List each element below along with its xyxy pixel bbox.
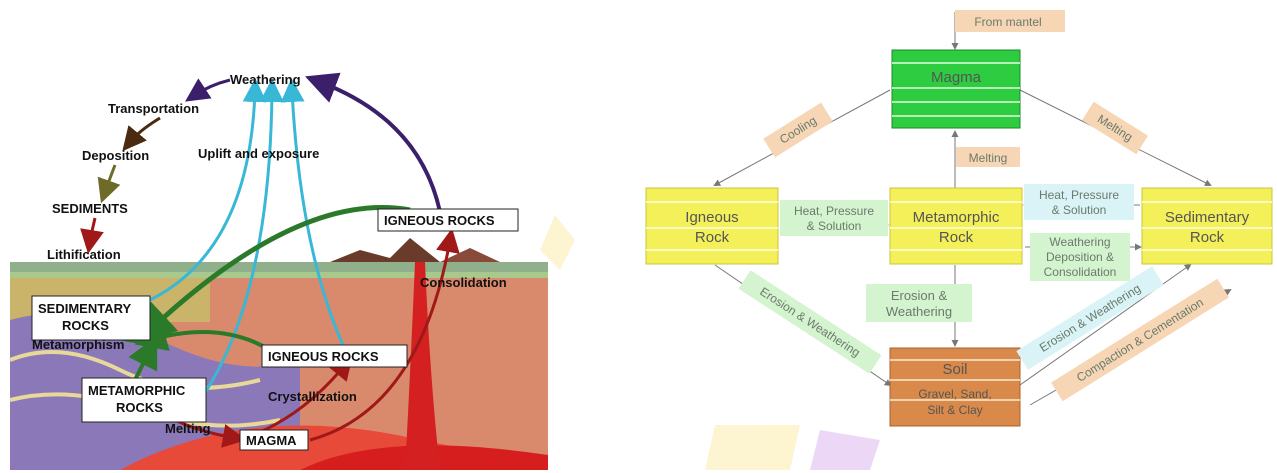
uplift-label: Uplift and exposure	[198, 146, 319, 161]
transportation-label: Transportation	[108, 101, 199, 116]
consolidation-label: Consolidation	[420, 275, 507, 290]
crystallization-label: Crystallization	[268, 389, 357, 404]
metamorphic-rock-label-line2: Rock	[939, 229, 974, 246]
soil-sub-label-line1: Gravel, Sand,	[918, 387, 991, 401]
soil-label: Soil	[942, 361, 967, 378]
heat-pressure-right-line2: & Solution	[1052, 203, 1107, 217]
igneous-rocks-top-label: IGNEOUS ROCKS	[384, 213, 495, 228]
weathering-deposition-line3: Consolidation	[1044, 265, 1117, 279]
cooling-tag: Cooling	[763, 102, 833, 158]
cooling-label: Cooling	[777, 113, 819, 146]
igneous-rocks-mid-label: IGNEOUS ROCKS	[268, 349, 379, 364]
deposition-label: Deposition	[82, 148, 149, 163]
magma-label: MAGMA	[246, 433, 297, 448]
lithification-label: Lithification	[47, 247, 121, 262]
erosion-right-label: Erosion & Weathering	[1037, 281, 1143, 355]
erosion-left-label: Erosion & Weathering	[757, 284, 862, 359]
metamorphic-rocks-label-line2: ROCKS	[116, 400, 163, 415]
watermark	[540, 215, 880, 470]
erosion-center-line2: Weathering	[886, 304, 952, 319]
heat-pressure-left-line2: & Solution	[807, 219, 862, 233]
sedimentary-rocks-label-line1: SEDIMENTARY	[38, 301, 132, 316]
weathering-deposition-line2: Deposition &	[1046, 250, 1114, 264]
magma-box: Magma	[891, 49, 1021, 129]
igneous-rock-label-line2: Rock	[695, 229, 730, 246]
heat-pressure-left-tag: Heat, Pressure & Solution	[780, 200, 888, 236]
earth-crust-block	[9, 238, 548, 470]
erosion-right-tag: Erosion & Weathering	[1016, 266, 1164, 370]
melting-center-tag: Melting	[956, 147, 1020, 167]
compaction-cementation-tag: Compaction & Cementation	[1051, 278, 1229, 402]
melting-right-label: Melting	[1095, 112, 1135, 144]
sedimentary-rock-box: Sedimentary Rock	[1141, 187, 1273, 265]
metamorphic-rock-box: Metamorphic Rock	[889, 187, 1023, 265]
soil-box: Soil Gravel, Sand, Silt & Clay	[889, 347, 1021, 427]
erosion-left-tag: Erosion & Weathering	[738, 270, 882, 374]
melting-label: Melting	[165, 421, 211, 436]
from-mantel-tag: From mantel	[955, 10, 1065, 32]
igneous-rock-label-line1: Igneous	[685, 209, 738, 226]
compaction-cementation-label: Compaction & Cementation	[1074, 295, 1206, 385]
from-mantel-label: From mantel	[974, 15, 1041, 29]
rock-cycle-illustration: Weathering Transportation Deposition SED…	[9, 72, 548, 470]
sediments-label: SEDIMENTS	[52, 201, 128, 216]
melting-right-tag: Melting	[1082, 101, 1148, 155]
sedimentary-rock-label-line2: Rock	[1190, 229, 1225, 246]
igneous-rock-box: Igneous Rock	[645, 187, 779, 265]
heat-pressure-right-tag: Heat, Pressure & Solution	[1024, 184, 1134, 220]
sedimentary-rock-label-line1: Sedimentary	[1165, 209, 1250, 226]
weathering-deposition-line1: Weathering	[1049, 235, 1110, 249]
heat-pressure-left-line1: Heat, Pressure	[794, 204, 874, 218]
flow-connectors	[713, 12, 1232, 406]
weathering-label: Weathering	[230, 72, 301, 87]
metamorphism-label: Metamorphism	[32, 337, 124, 352]
weathering-deposition-tag: Weathering Deposition & Consolidation	[1030, 233, 1130, 281]
erosion-center-tag: Erosion & Weathering	[866, 284, 972, 322]
sedimentary-rocks-label-line2: ROCKS	[62, 318, 109, 333]
soil-sub-label-line2: Silt & Clay	[927, 403, 982, 417]
melting-center-label: Melting	[969, 151, 1008, 165]
cycle-arrows	[80, 72, 460, 448]
erosion-center-line1: Erosion &	[891, 288, 948, 303]
heat-pressure-right-line1: Heat, Pressure	[1039, 188, 1119, 202]
metamorphic-rocks-label-line1: METAMORPHIC	[88, 383, 186, 398]
metamorphic-rock-label-line1: Metamorphic	[913, 209, 1000, 226]
magma-box-label: Magma	[931, 69, 982, 86]
